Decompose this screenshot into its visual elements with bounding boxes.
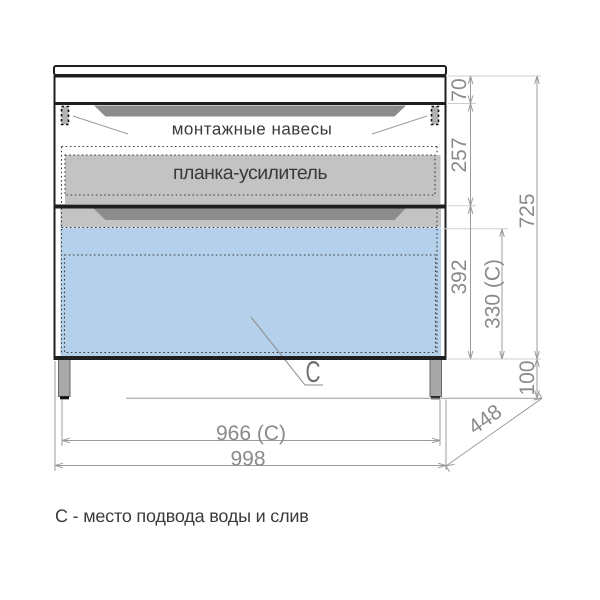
- svg-text:257: 257: [448, 137, 471, 172]
- svg-text:998: 998: [230, 448, 265, 471]
- svg-text:C: C: [306, 356, 321, 389]
- svg-text:планка-усилитель: планка-усилитель: [173, 162, 327, 184]
- svg-text:100: 100: [516, 360, 539, 395]
- svg-text:С - место подвода воды и слив: С - место подвода воды и слив: [55, 506, 309, 526]
- svg-text:966 (C): 966 (C): [216, 422, 286, 445]
- svg-text:725: 725: [516, 193, 539, 228]
- svg-text:330 (C): 330 (C): [482, 259, 505, 329]
- svg-text:монтажные навесы: монтажные навесы: [172, 120, 333, 139]
- svg-text:392: 392: [448, 259, 471, 294]
- svg-text:70: 70: [448, 78, 471, 101]
